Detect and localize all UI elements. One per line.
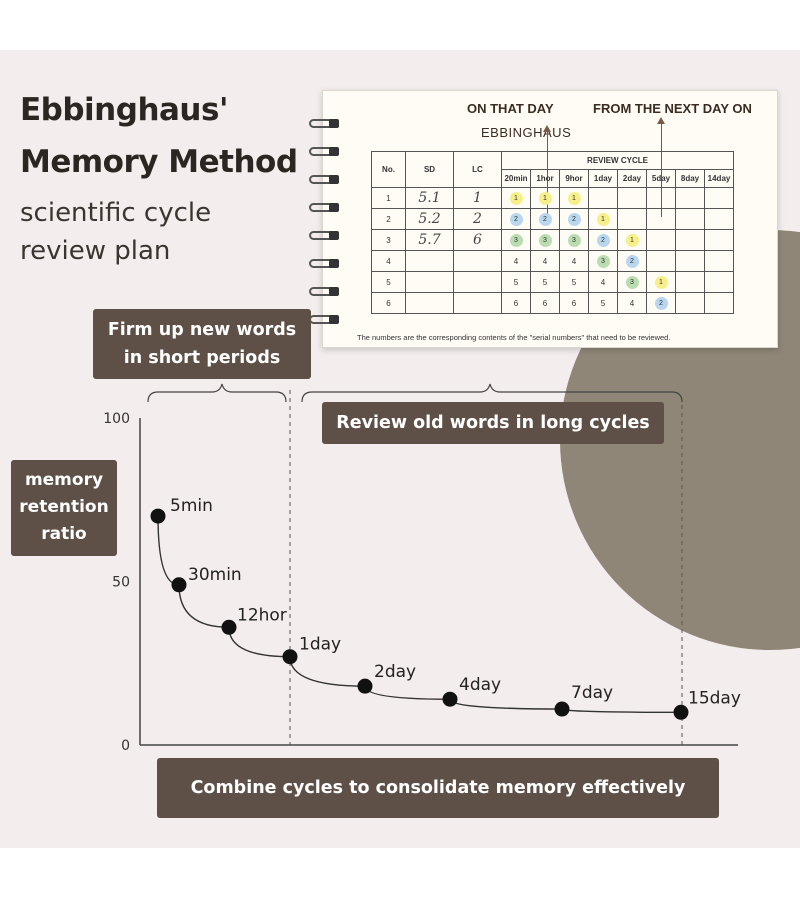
infographic-frame: Ebbinghaus' Memory Method scientific cyc… <box>0 50 800 848</box>
arrow-today-icon <box>543 125 551 132</box>
table-cell: 1 <box>559 187 589 209</box>
review-dot: 3 <box>596 254 610 268</box>
data-point-label: 1day <box>299 635 341 655</box>
y-axis-label-line3: ratio <box>41 524 87 544</box>
data-point-label: 30min <box>188 565 242 585</box>
spiral-ring <box>309 231 339 240</box>
review-dot: 3 <box>567 233 581 247</box>
review-dot: 3 <box>625 275 639 289</box>
col-header-sd: SD <box>405 151 454 188</box>
data-point <box>554 701 570 717</box>
table-cell: 2 <box>617 250 647 272</box>
review-dot: 1 <box>538 191 552 205</box>
review-dot: 2 <box>509 212 523 226</box>
data-point <box>442 691 458 707</box>
y-axis-label-box: memory retention ratio <box>11 460 117 556</box>
table-cell: 2 <box>588 229 618 251</box>
review-dot: 2 <box>567 212 581 226</box>
page-title-line2: Memory Method <box>20 144 298 180</box>
data-point <box>221 619 237 635</box>
y-tick-label: 0 <box>121 738 130 754</box>
review-dot: 1 <box>567 191 581 205</box>
spiral-ring <box>309 119 339 128</box>
table-cell: 5.1 <box>405 187 454 209</box>
y-tick-label: 50 <box>112 575 130 591</box>
data-point <box>171 577 187 593</box>
review-dot: 3 <box>538 233 552 247</box>
review-dot: 2 <box>625 254 639 268</box>
review-plan-notebook: ON THAT DAY FROM THE NEXT DAY ON EBBINGH… <box>309 90 778 348</box>
data-point-label: 12hor <box>237 605 287 625</box>
subtitle-line1: scientific cycle <box>20 198 212 228</box>
review-old-label-box: Review old words in long cycles <box>322 402 664 444</box>
firm-up-label-box: Firm up new words in short periods <box>93 309 311 379</box>
combine-cycles-banner: Combine cycles to consolidate memory eff… <box>157 758 719 818</box>
y-axis-label-line1: memory <box>24 470 104 490</box>
data-point <box>357 678 373 694</box>
table-cell: 3 <box>617 271 647 293</box>
review-dot: 2 <box>538 212 552 226</box>
data-point-label: 7day <box>571 683 613 703</box>
spiral-ring <box>309 175 339 184</box>
spiral-ring <box>309 203 339 212</box>
data-point-label: 15day <box>688 688 741 708</box>
from-next-day-label: FROM THE NEXT DAY ON <box>593 101 752 116</box>
firm-up-line2: in short periods <box>123 348 281 368</box>
bracket-long-cycles <box>301 383 683 403</box>
data-point <box>150 508 166 524</box>
table-cell: 3 <box>588 250 618 272</box>
subtitle-line2: review plan <box>20 236 171 266</box>
table-cell <box>704 292 734 314</box>
page-title-line1: Ebbinghaus' <box>20 92 228 128</box>
data-point-label: 5min <box>170 496 213 516</box>
data-point <box>673 704 689 720</box>
review-dot: 2 <box>654 296 668 310</box>
spiral-ring <box>309 287 339 296</box>
forgetting-curve-chart: 100 50 0 5min 30min 12hor 1day 2day 4day 7day 15da… <box>103 383 741 754</box>
y-axis-label-line2: retention <box>19 497 109 517</box>
review-dot: 1 <box>596 212 610 226</box>
table-cell: 5.7 <box>405 229 454 251</box>
y-tick-label: 100 <box>103 411 130 427</box>
review-dot: 1 <box>625 233 639 247</box>
spiral-ring <box>309 147 339 156</box>
bracket-short-periods <box>147 383 287 403</box>
arrow-next-icon <box>657 117 665 124</box>
table-cell: 6 <box>371 292 406 314</box>
data-point <box>282 649 298 665</box>
on-that-day-label: ON THAT DAY <box>467 101 554 116</box>
review-dot: 1 <box>509 191 523 205</box>
review-dot: 2 <box>596 233 610 247</box>
table-cell: 6 <box>559 292 589 314</box>
firm-up-line1: Firm up new words <box>107 320 297 340</box>
spiral-ring <box>309 259 339 268</box>
data-point-label: 4day <box>459 675 501 695</box>
review-dot: 3 <box>509 233 523 247</box>
table-footnote: The numbers are the corresponding conten… <box>357 333 671 342</box>
data-point-label: 2day <box>374 662 416 682</box>
review-dot: 1 <box>654 275 668 289</box>
